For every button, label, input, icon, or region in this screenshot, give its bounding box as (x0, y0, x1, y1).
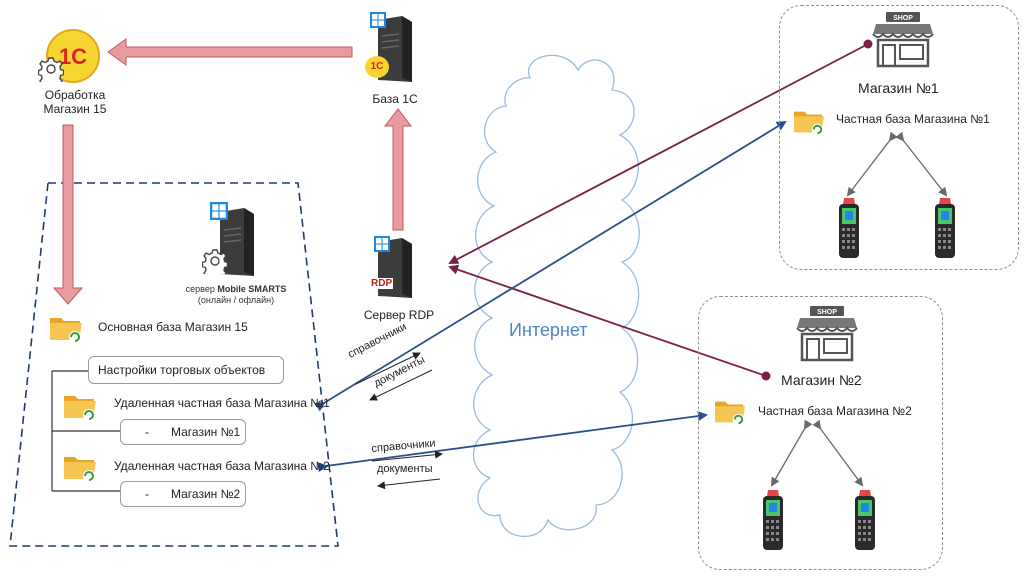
folder-sync-icon (64, 396, 96, 421)
remote2-label: Удаленная частная база Магазина №2 (114, 459, 330, 473)
server-icon (378, 238, 412, 298)
remote1-node[interactable]: Удаленная частная база Магазина №1 (62, 390, 330, 422)
store2-shop[interactable]: SHOP (796, 304, 858, 362)
store1-base-label[interactable]: Частная база Магазина №1 (836, 112, 990, 126)
shop-icon: SHOP (796, 306, 858, 362)
gear-icon (38, 57, 64, 82)
scanner-links (770, 131, 948, 487)
gear-icon (202, 249, 228, 274)
main-base-label: Основная база Магазин 15 (98, 320, 248, 334)
store1-shop-sign: SHOP (893, 15, 913, 22)
windows-icon (370, 12, 386, 28)
mobile-smarts-server-node[interactable]: сервер Mobile SMARTS (онлайн / офлайн) (186, 200, 286, 308)
mobile-smarts-area (9, 182, 339, 547)
windows-icon (374, 236, 390, 252)
mobile-smarts-label-prefix: сервер (185, 284, 215, 294)
base1c-label: База 1С (372, 92, 418, 106)
processing-label: Обработка Магазин 15 (43, 88, 107, 116)
flow-docs-2: документы (377, 463, 433, 475)
store1-title: Магазин №1 (858, 80, 939, 96)
windows-icon (210, 202, 228, 220)
remote2-node[interactable]: Удаленная частная база Магазина №2 (62, 451, 330, 483)
remote1-label: Удаленная частная база Магазина №1 (114, 396, 330, 410)
remote1-store-bullet: - (145, 425, 149, 439)
settings-label: Настройки торговых объектов (98, 363, 266, 377)
rdp-label: Сервер RDP (363, 308, 435, 322)
mobile-smarts-label-mode: (онлайн / офлайн) (197, 295, 275, 305)
arrow-base1c-to-processing (107, 38, 353, 66)
arrow-rdp-to-base1c (383, 108, 413, 231)
1c-badge: 1С (365, 56, 389, 78)
barcode-scanner-icon[interactable] (836, 198, 862, 262)
folder-sync-icon (64, 457, 96, 482)
mobile-smarts-label-name: Mobile SMARTS (217, 284, 287, 294)
arrow-processing-to-mainbase (52, 124, 84, 305)
svg-text:1С: 1С (59, 44, 87, 69)
store2-title: Магазин №2 (781, 372, 862, 388)
remote1-store-label: Магазин №1 (171, 425, 241, 439)
folder-sync-icon (794, 111, 824, 136)
store1-shop[interactable]: SHOP (872, 10, 934, 68)
mobile-smarts-label: сервер Mobile SMARTS (онлайн / офлайн) (176, 284, 296, 306)
store2-shop-sign: SHOP (817, 309, 837, 316)
navy-links (314, 120, 787, 473)
remote2-store-bullet: - (145, 487, 149, 501)
remote1-store-box[interactable]: - Магазин №1 (120, 419, 246, 445)
folder-sync-icon (50, 318, 82, 343)
store1-link-dot (863, 39, 873, 49)
processing-node[interactable]: 1С Обработка Магазин 15 (30, 28, 120, 128)
settings-box[interactable]: Настройки торговых объектов (88, 356, 284, 384)
store2-area (698, 296, 943, 570)
barcode-scanner-icon[interactable] (760, 490, 786, 554)
base1c-node[interactable]: 1С База 1С (360, 10, 430, 110)
rdp-badge: RDP (370, 278, 394, 289)
barcode-scanner-icon[interactable] (852, 490, 878, 554)
dataflow-arrows (355, 352, 443, 490)
main-base-node[interactable]: Основная база Магазин 15 (48, 312, 288, 346)
internet-label: Интернет (509, 320, 588, 340)
remote2-store-label: Магазин №2 (171, 487, 241, 501)
shop-icon: SHOP (872, 12, 934, 68)
folder-sync-icon (715, 401, 745, 426)
server-icon (220, 208, 254, 276)
rdp-server-node[interactable]: RDP Сервер RDP (356, 232, 442, 324)
tree-lines (51, 370, 120, 492)
barcode-scanner-icon[interactable] (932, 198, 958, 262)
store2-base-label[interactable]: Частная база Магазина №2 (758, 404, 912, 418)
store1-area (779, 5, 1019, 270)
remote2-store-box[interactable]: - Магазин №2 (120, 481, 246, 507)
